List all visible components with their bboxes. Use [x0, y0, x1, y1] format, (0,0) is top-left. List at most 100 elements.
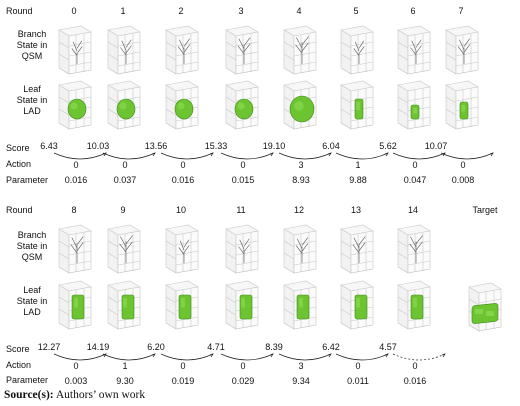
arrow-head-icon: [151, 353, 156, 358]
branch-state-cube: [218, 24, 264, 78]
parameter-value: 0.003: [64, 376, 88, 386]
arrow-head-icon: [151, 152, 156, 157]
arrow-head-icon: [384, 152, 389, 157]
row-label-score-bottom: Score: [6, 344, 30, 354]
action-arc: [335, 353, 389, 361]
score-value: 4.57: [379, 342, 397, 352]
parameter-value: 0.019: [171, 376, 195, 386]
target-leaf-cube: [461, 281, 507, 335]
action-arc: [160, 152, 214, 160]
arrow-head-icon: [327, 353, 332, 358]
score-value: 12.27: [37, 342, 61, 352]
branch-state-cube: [100, 223, 146, 277]
action-value: 0: [73, 160, 79, 170]
branch-state-cube: [276, 223, 322, 277]
leaf-state-cube: [276, 279, 322, 333]
round-number: 6: [410, 6, 416, 16]
arrow-head-icon: [102, 353, 107, 358]
row-label-parameter: Parameter: [6, 175, 49, 185]
action-arc: [102, 152, 156, 160]
score-value: 10.07: [424, 141, 448, 151]
round-number: 7: [458, 6, 464, 16]
leaf-state-cube: [158, 79, 204, 133]
leaf-state-cube: [276, 79, 322, 133]
round-number: 0: [71, 6, 77, 16]
leaf-state-cube: [51, 279, 97, 333]
parameter-value: 0.037: [113, 175, 137, 185]
score-value: 6.04: [322, 141, 340, 151]
row-label-round-bottom: Round: [6, 205, 33, 215]
leaf-state-cube: [51, 79, 97, 133]
row-label-round: Round: [6, 6, 33, 16]
action-value: 1: [355, 160, 361, 170]
action-arc: [335, 152, 389, 160]
round-number: 9: [120, 205, 126, 215]
branch-state-cube: [158, 223, 204, 277]
round-number: 12: [293, 205, 305, 215]
action-value: 0: [122, 160, 128, 170]
action-arc: [53, 152, 107, 160]
branch-state-cube: [51, 24, 97, 78]
leaf-state-cube: [438, 79, 484, 133]
score-value: 19.10: [262, 141, 286, 151]
action-value: 0: [180, 361, 186, 371]
round-number: 4: [296, 6, 302, 16]
parameter-value: 0.016: [64, 175, 88, 185]
branch-state-cube: [333, 223, 379, 277]
action-arc: [160, 353, 214, 361]
score-value: 10.03: [86, 141, 110, 151]
score-value: 14.19: [86, 342, 110, 352]
action-value: 0: [73, 361, 79, 371]
parameter-value: 0.047: [403, 175, 427, 185]
leaf-state-cube: [158, 279, 204, 333]
parameter-value: 0.016: [171, 175, 195, 185]
round-number: 5: [353, 6, 359, 16]
round-number: 2: [178, 6, 184, 16]
arrow-head-icon: [209, 353, 214, 358]
action-value: 0: [460, 160, 466, 170]
action-arc: [220, 353, 274, 361]
parameter-value: 0.029: [231, 376, 255, 386]
row-label-score: Score: [6, 143, 30, 153]
branch-state-cube: [438, 24, 484, 78]
arrow-head-icon: [327, 152, 332, 157]
action-value: 0: [240, 361, 246, 371]
parameter-value: 9.30: [116, 376, 134, 386]
branch-state-cube: [100, 24, 146, 78]
row-label-leaf-state: Leaf State in LAD: [16, 84, 48, 116]
parameter-value: 8.93: [292, 175, 310, 185]
action-arc: [392, 353, 446, 361]
leaf-state-cube: [390, 279, 436, 333]
parameter-value: 0.008: [451, 175, 475, 185]
row-label-action: Action: [6, 159, 32, 169]
score-value: 8.39: [265, 342, 283, 352]
parameter-value: 9.34: [292, 376, 310, 386]
action-arc: [53, 353, 107, 361]
score-value: 6.42: [322, 342, 340, 352]
round-number: 1: [120, 6, 126, 16]
round-number: 10: [175, 205, 187, 215]
action-arc: [278, 353, 332, 361]
arrow-head-icon: [209, 152, 214, 157]
parameter-value: 0.016: [403, 376, 427, 386]
leaf-state-cube: [218, 279, 264, 333]
branch-state-cube: [51, 223, 97, 277]
leaf-state-cube: [333, 79, 379, 133]
parameter-value: 0.015: [231, 175, 255, 185]
round-number: 3: [238, 6, 244, 16]
score-value: 13.56: [144, 141, 168, 151]
round-number: 11: [236, 205, 246, 215]
action-value: 0: [240, 160, 246, 170]
source-caption: Source(s): Authors’ own work: [4, 389, 146, 401]
branch-state-cube: [333, 24, 379, 78]
action-value: 3: [298, 160, 304, 170]
row-label-action-bottom: Action: [6, 360, 32, 370]
arrow-head-icon: [441, 152, 446, 157]
leaf-state-cube: [390, 79, 436, 133]
action-value: 0: [412, 160, 418, 170]
branch-state-cube: [276, 24, 322, 78]
row-label-parameter-bottom: Parameter: [6, 375, 49, 385]
arrow-head-icon: [269, 152, 274, 157]
arrow-head-icon: [384, 353, 389, 358]
target-label: Target: [472, 205, 498, 215]
